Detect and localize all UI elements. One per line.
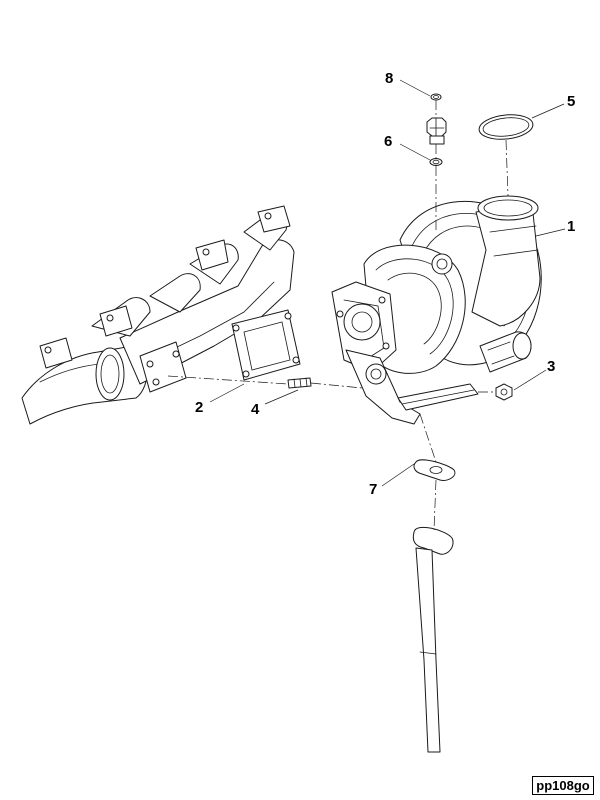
callout-labels: 1 2 3 4 5 6 7 8 — [195, 70, 575, 498]
inlet-o-ring — [478, 114, 534, 140]
callout-8-label: 8 — [385, 70, 393, 87]
callout-7-label: 7 — [369, 481, 377, 498]
callout-2-label: 2 — [195, 399, 203, 416]
oil-drain-tube — [412, 526, 454, 753]
hex-nut — [495, 383, 513, 401]
oil-supply-fitting-stack — [426, 93, 447, 166]
callout-4-label: 4 — [251, 401, 260, 418]
oil-drain-gasket — [413, 459, 456, 481]
mounting-stud — [287, 377, 312, 389]
exhaust-manifold — [21, 205, 295, 425]
callout-5-label: 5 — [567, 93, 575, 110]
reference-code: pp108go — [532, 776, 594, 795]
callout-1-label: 1 — [567, 218, 575, 235]
turbocharger — [331, 195, 542, 425]
turbo-gasket — [231, 309, 301, 381]
callout-6-label: 6 — [384, 133, 392, 150]
callout-3-label: 3 — [547, 358, 555, 375]
leader-lines — [209, 79, 566, 487]
assembly-centerlines — [167, 100, 509, 531]
